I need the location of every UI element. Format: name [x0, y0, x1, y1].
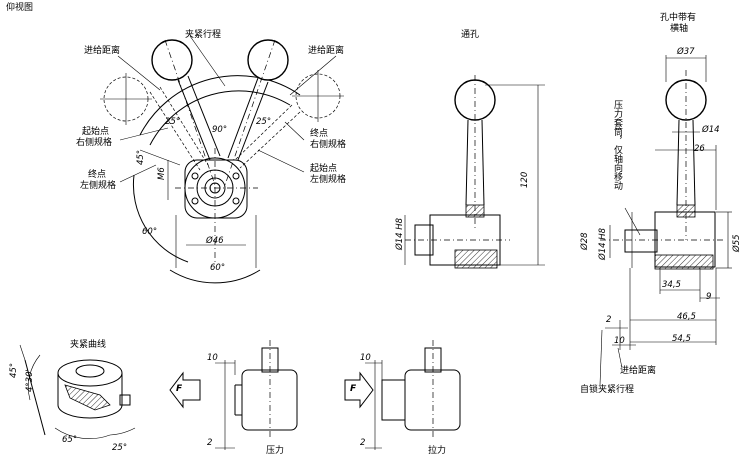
- dim-9: 9: [706, 292, 712, 302]
- clamping-curve-view: [19, 344, 136, 439]
- dim-10-press: 10: [207, 353, 218, 363]
- pressure-sleeve-label: 压力套筒，仅轴向移动: [612, 100, 622, 190]
- hole-with-title: 孔中带有: [660, 13, 697, 23]
- stroke-arc: [139, 75, 301, 136]
- left-spec-label: 左侧规格: [310, 175, 347, 185]
- dim-2-tension: 2: [360, 438, 366, 448]
- dim-dia-14h8-mid: Ø14 H8: [395, 217, 405, 250]
- lever-ball-right: [247, 39, 289, 81]
- through-hole-title: 通孔: [461, 30, 480, 40]
- dim-10-tension: 10: [360, 353, 371, 363]
- end-point-label: 终点: [310, 129, 329, 139]
- right-spec-label: 右侧规格: [76, 138, 113, 148]
- lever-ball-left: [151, 39, 193, 81]
- left-spec-2-label: 左侧规格: [80, 181, 117, 191]
- dim-angle-25-left: 25°: [165, 117, 181, 127]
- dim-angle-60-bottom: 60°: [210, 263, 226, 273]
- through-hole-view: [404, 75, 545, 269]
- dim-dia-55: Ø55: [732, 234, 742, 252]
- right-spec-2-label: 右侧规格: [310, 140, 347, 150]
- dim-2-press: 2: [207, 438, 213, 448]
- feed-distance-right-label: 进给距离: [308, 46, 345, 56]
- dim-thread-m6: M6: [157, 167, 167, 180]
- dim-dia-37: Ø37: [677, 47, 695, 57]
- force-arrow-right: [344, 371, 374, 409]
- clamping-curve-title: 夹紧曲线: [70, 340, 107, 350]
- bottom-view-title: 仰视图: [6, 3, 34, 13]
- dim-2-right: 2: [606, 315, 612, 325]
- dim-angle-4-30: 4°30': [25, 369, 35, 392]
- dim-angle-25-right: 25°: [256, 117, 272, 127]
- dim-angle-90: 90°: [212, 125, 228, 135]
- dim-dia-14h8-right: Ø14 H8: [598, 227, 608, 260]
- pressure-view: [169, 340, 298, 450]
- bottom-view: [100, 39, 344, 284]
- dim-angle-60-left: 60°: [142, 227, 158, 237]
- dim-diameter-46: Ø46: [206, 236, 224, 246]
- cross-axis-title: 横轴: [670, 24, 689, 34]
- end-point-2-label: 终点: [88, 170, 107, 180]
- force-label-pressure: F: [176, 384, 183, 394]
- dim-angle-65: 65°: [62, 435, 78, 445]
- feed-distance-bottom-label: 进给距离: [620, 366, 657, 376]
- dim-54-5: 54,5: [672, 334, 691, 344]
- dim-26: 26: [694, 144, 705, 154]
- dim-angle-25-curve: 25°: [112, 443, 128, 453]
- cross-axis-view: [599, 55, 732, 386]
- clamping-stroke-label: 夹紧行程: [185, 30, 222, 40]
- pressure-title: 压力: [266, 446, 285, 456]
- dim-46-5: 46,5: [677, 312, 696, 322]
- start-point-2-label: 起始点: [310, 164, 338, 174]
- force-arrow-left: [169, 371, 201, 409]
- dim-angle-45: 45°: [136, 149, 146, 165]
- dim-120: 120: [520, 171, 530, 188]
- start-point-label: 起始点: [82, 127, 110, 137]
- dim-34-5: 34,5: [662, 280, 681, 290]
- dim-angle-45-curve: 45°: [9, 362, 19, 378]
- dim-dia-28: Ø28: [580, 232, 590, 250]
- tension-title: 拉力: [428, 446, 447, 456]
- self-lock-stroke-label: 自锁夹紧行程: [580, 385, 635, 395]
- dim-10-right: 10: [614, 336, 625, 346]
- bottom-view-leaders: [117, 35, 337, 183]
- force-label-tension: F: [350, 384, 357, 394]
- feed-distance-left-label: 进给距离: [84, 46, 121, 56]
- tension-view: [344, 340, 461, 450]
- dim-dia-14: Ø14: [702, 125, 720, 135]
